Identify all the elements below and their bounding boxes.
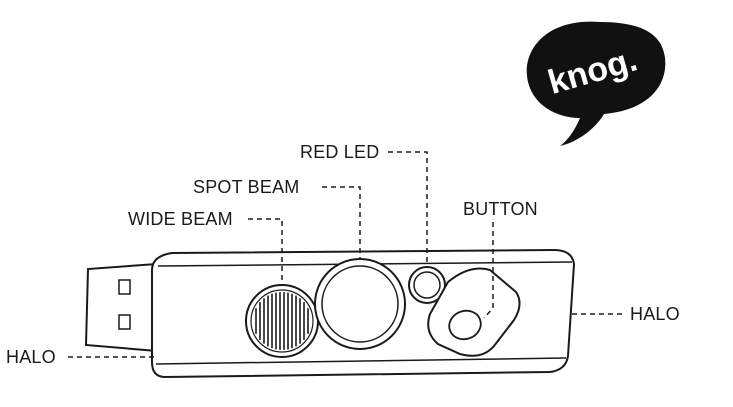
halo-strip-bottom: [155, 357, 567, 365]
label-halo-right: HALO: [630, 304, 680, 324]
leader-button: [483, 222, 494, 319]
label-button: BUTTON: [463, 199, 538, 219]
red-led: [408, 266, 446, 304]
spot-beam-lens: [314, 258, 406, 350]
usb-connector: [84, 262, 158, 353]
power-button: [448, 309, 482, 341]
button-housing: [427, 267, 521, 357]
logo-bubble: [526, 21, 666, 146]
leader-red-led: [388, 151, 428, 266]
label-wide-beam: WIDE BEAM: [128, 209, 233, 229]
usb-contact-top: [118, 279, 131, 295]
leader-spot-beam: [322, 186, 361, 259]
label-red-led: RED LED: [300, 142, 379, 162]
leader-wide-beam: [248, 218, 283, 285]
brand-logo: knog.: [526, 21, 666, 146]
label-halo-left: HALO: [6, 347, 56, 367]
usb-contact-bottom: [118, 314, 131, 330]
label-spot-beam: SPOT BEAM: [193, 177, 300, 197]
wide-beam-lens: [245, 284, 319, 358]
